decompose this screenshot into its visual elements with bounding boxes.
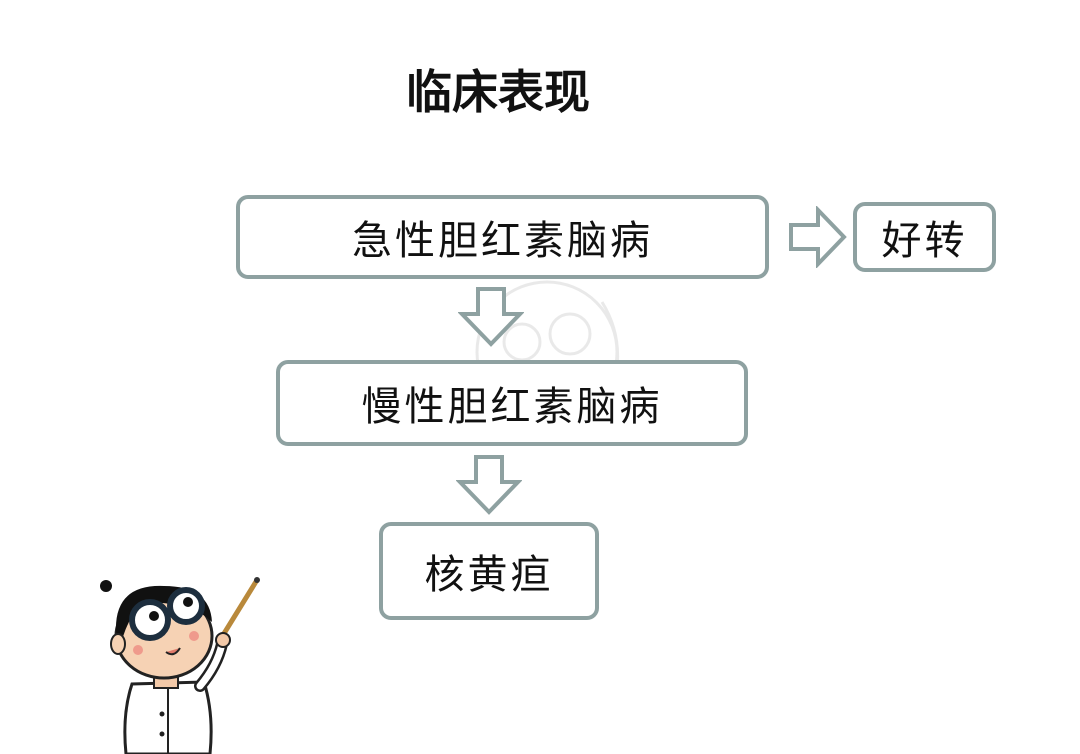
hollow-arrow-down-icon bbox=[458, 287, 524, 347]
hollow-arrow-right-icon bbox=[789, 206, 847, 268]
doctor-cartoon-icon bbox=[100, 577, 260, 754]
node-acute-bilirubin-encephalopathy: 急性胆红素脑病 bbox=[236, 195, 769, 279]
node-kernicterus: 核黄疸 bbox=[379, 522, 599, 620]
node-improvement: 好转 bbox=[853, 202, 996, 272]
node-improvement-label: 好转 bbox=[881, 218, 968, 264]
node-kernicterus-label: 核黄疸 bbox=[424, 552, 554, 598]
node-chronic-label: 慢性胆红素脑病 bbox=[361, 384, 663, 430]
node-chronic-bilirubin-encephalopathy: 慢性胆红素脑病 bbox=[276, 360, 748, 446]
slide-title: 临床表现 bbox=[406, 65, 590, 119]
hollow-arrow-down-icon bbox=[456, 455, 522, 515]
node-acute-label: 急性胆红素脑病 bbox=[352, 218, 653, 264]
